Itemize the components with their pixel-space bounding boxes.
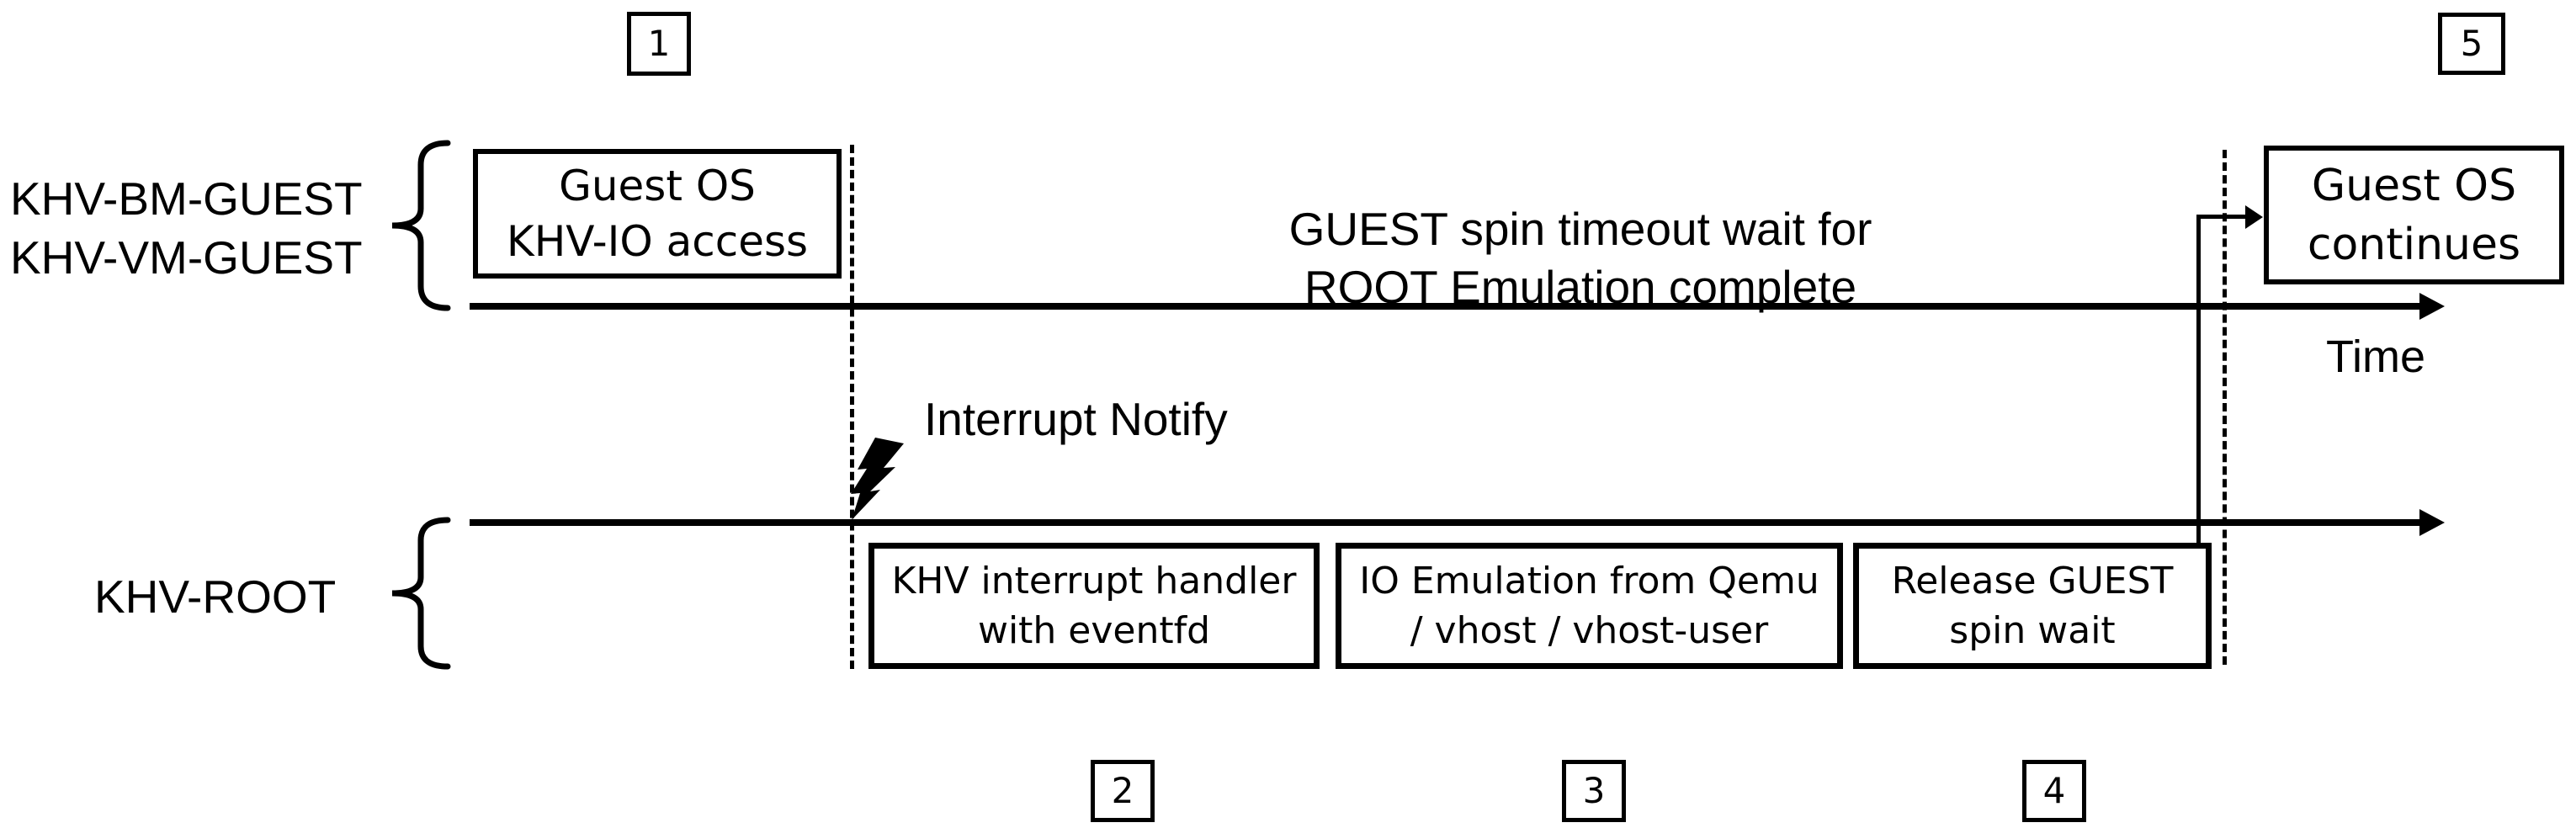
- guest-lane-label: KHV-BM-GUEST KHV-VM-GUEST: [10, 169, 363, 287]
- io-emulation-line2: / vhost / vhost-user: [1410, 609, 1769, 652]
- release-to-guest-arrowhead-icon: [2245, 205, 2263, 229]
- khv-interrupt-handler-line2: with eventfd: [977, 609, 1211, 652]
- guest-lane-brace-icon: [385, 140, 453, 311]
- release-to-guest-arrow-vertical: [2196, 215, 2201, 543]
- spin-timeout-line1: GUEST spin timeout wait for: [1288, 203, 1872, 255]
- release-guest-spin-line1: Release GUEST: [1891, 560, 2174, 602]
- step-1-badge: 1: [627, 12, 691, 76]
- guest-io-access-box: Guest OS KHV-IO access: [473, 149, 842, 279]
- khv-interrupt-handler-box: KHV interrupt handler with eventfd: [868, 543, 1320, 669]
- guest-os-continues-line2: continues: [2307, 219, 2521, 270]
- guest-timeline-arrowhead-icon: [2419, 293, 2445, 320]
- guest-os-continues-line1: Guest OS: [2311, 160, 2517, 211]
- root-lane-label: KHV-ROOT: [94, 571, 337, 623]
- emulation-complete-dashed-line: [2223, 150, 2227, 665]
- release-guest-spin-box: Release GUEST spin wait: [1853, 543, 2212, 669]
- root-timeline: [470, 519, 2419, 526]
- release-to-guest-arrow-horizontal: [2196, 215, 2247, 219]
- spin-timeout-line2: ROOT Emulation complete: [1304, 261, 1857, 313]
- lightning-bolt-icon: [847, 438, 907, 520]
- guest-timeline: [470, 303, 2419, 310]
- release-guest-spin-line2: spin wait: [1949, 609, 2116, 652]
- step-5-number: 5: [2460, 23, 2483, 64]
- step-2-number: 2: [1111, 770, 1134, 811]
- root-timeline-arrowhead-icon: [2419, 509, 2445, 536]
- step-3-badge: 3: [1562, 760, 1626, 822]
- step-1-number: 1: [647, 23, 671, 64]
- step-4-number: 4: [2042, 770, 2066, 811]
- guest-io-access-line2: KHV-IO access: [506, 217, 809, 266]
- guest-lane-label-line1: KHV-BM-GUEST: [10, 172, 363, 225]
- io-emulation-line1: IO Emulation from Qemu: [1359, 560, 1819, 602]
- step-4-badge: 4: [2022, 760, 2086, 822]
- step-2-badge: 2: [1091, 760, 1155, 822]
- spin-timeout-annotation: GUEST spin timeout wait for ROOT Emulati…: [1244, 200, 1917, 316]
- step-5-badge: 5: [2438, 13, 2505, 75]
- step-3-number: 3: [1582, 770, 1606, 811]
- time-axis-label: Time: [2326, 332, 2425, 382]
- io-emulation-box: IO Emulation from Qemu / vhost / vhost-u…: [1336, 543, 1843, 669]
- khv-interrupt-handler-line1: KHV interrupt handler: [891, 560, 1297, 602]
- io-access-event-dashed-line: [850, 145, 854, 669]
- guest-lane-label-line2: KHV-VM-GUEST: [10, 231, 363, 284]
- guest-os-continues-box: Guest OS continues: [2264, 146, 2564, 284]
- root-lane-brace-icon: [385, 517, 453, 670]
- interrupt-notify-label: Interrupt Notify: [924, 393, 1228, 445]
- guest-io-access-line1: Guest OS: [559, 162, 756, 210]
